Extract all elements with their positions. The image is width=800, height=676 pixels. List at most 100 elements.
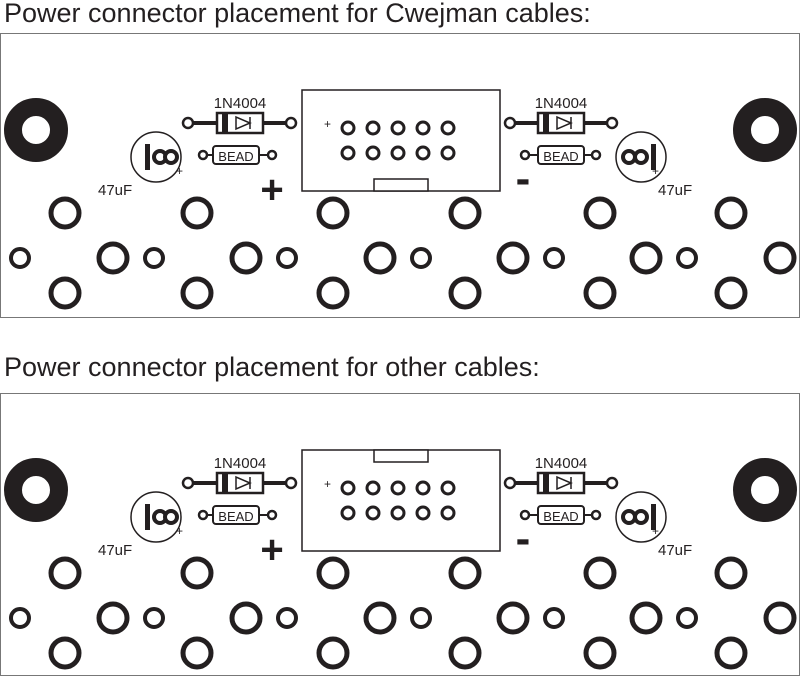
header-pin — [415, 505, 431, 521]
jack-pad-large — [316, 196, 350, 230]
jack-pad-large — [316, 636, 350, 670]
header-pin1-mark: + — [324, 477, 331, 491]
header-pin — [365, 480, 381, 496]
header-pin — [390, 145, 406, 161]
jack-pad-row — [676, 247, 698, 269]
capacitor-left-stripe — [145, 144, 150, 170]
jack-pad-large — [48, 276, 82, 310]
capacitor-left-plus: + — [176, 524, 183, 538]
bead-right-pad — [590, 509, 602, 521]
bead-left-body — [212, 145, 260, 165]
diode-left-pad — [284, 476, 298, 490]
mounting-hole-right — [733, 98, 797, 162]
jack-pad-row — [543, 607, 565, 629]
jack-pad-large — [48, 196, 82, 230]
diode-right-pad — [503, 476, 517, 490]
jack-pad-large — [180, 556, 214, 590]
jack-pad-large — [583, 276, 617, 310]
minus-sign: - — [516, 514, 531, 563]
mounting-hole-left — [4, 98, 68, 162]
diode-right-pad — [503, 116, 517, 130]
capacitor-right-stripe — [651, 504, 656, 530]
jack-pad-row — [629, 601, 663, 635]
header-pin — [340, 120, 356, 136]
jack-pad-row — [229, 601, 263, 635]
diode-left-pad — [284, 116, 298, 130]
bead-left-pad — [197, 509, 209, 521]
power-header-key — [373, 449, 429, 463]
power-header-outline — [301, 89, 501, 192]
jack-pad-row — [96, 241, 130, 275]
capacitor-left-label: 47uF — [98, 542, 132, 559]
jack-pad-row — [496, 241, 530, 275]
bead-right-pad — [519, 509, 531, 521]
header-pin — [365, 505, 381, 521]
bead-right-label: BEAD — [543, 149, 578, 164]
bead-right-body — [537, 505, 585, 525]
header-pin — [390, 505, 406, 521]
jack-pad-large — [448, 276, 482, 310]
bead-right-body — [537, 145, 585, 165]
jack-pad-large — [48, 636, 82, 670]
header-pin — [415, 145, 431, 161]
capacitor-left-label: 47uF — [98, 182, 132, 199]
capacitor-left-pad — [163, 509, 179, 525]
header-pin — [415, 480, 431, 496]
capacitor-right-label: 47uF — [658, 542, 692, 559]
diode-right-symbol — [556, 475, 573, 491]
diode-right-body — [536, 111, 586, 135]
capacitor-right-plus: + — [652, 164, 659, 178]
bead-left-body — [212, 505, 260, 525]
jack-pad-row — [410, 607, 432, 629]
capacitor-right-pad — [633, 509, 649, 525]
header-pin1-mark: + — [324, 117, 331, 131]
jack-pad-large — [180, 276, 214, 310]
diode-left-body — [215, 111, 265, 135]
jack-pad-row — [363, 601, 397, 635]
diode-left-band — [222, 473, 228, 493]
header-pin — [365, 120, 381, 136]
diode-left-label: 1N4004 — [214, 95, 267, 112]
header-pin — [440, 120, 456, 136]
jack-pad-large — [714, 276, 748, 310]
jack-pad-row — [629, 241, 663, 275]
mounting-hole-left — [4, 458, 68, 522]
bead-right-pad — [590, 149, 602, 161]
header-pin — [340, 505, 356, 521]
bead-left-label: BEAD — [218, 149, 253, 164]
jack-pad-large — [180, 196, 214, 230]
diode-right-body — [536, 471, 586, 495]
jack-pad-row — [410, 247, 432, 269]
plus-sign: + — [260, 528, 283, 572]
jack-pad-row — [276, 607, 298, 629]
plus-sign: + — [260, 168, 283, 212]
capacitor-right-pad — [633, 149, 649, 165]
diode-left-label: 1N4004 — [214, 455, 267, 472]
bead-right-label: BEAD — [543, 509, 578, 524]
diode-left-body — [215, 471, 265, 495]
jack-pad-large — [714, 636, 748, 670]
jack-pad-large — [180, 636, 214, 670]
header-pin — [440, 480, 456, 496]
capacitor-left-stripe — [145, 504, 150, 530]
diode-right-symbol — [556, 115, 573, 131]
jack-pad-row — [9, 247, 31, 269]
jack-pad-row — [9, 607, 31, 629]
minus-sign: - — [516, 154, 531, 203]
jack-pad-row — [543, 247, 565, 269]
board-2-title: Power connector placement for other cabl… — [4, 352, 540, 382]
jack-pad-row — [763, 241, 797, 275]
jack-pad-large — [448, 196, 482, 230]
diode-right-band — [543, 473, 549, 493]
jack-pad-large — [448, 556, 482, 590]
jack-pad-row — [143, 247, 165, 269]
jack-pad-large — [583, 556, 617, 590]
jack-pad-large — [714, 556, 748, 590]
jack-pad-row — [229, 241, 263, 275]
header-pin — [440, 505, 456, 521]
jack-pad-row — [96, 601, 130, 635]
bead-left-pad — [266, 509, 278, 521]
diode-right-pad — [605, 116, 619, 130]
